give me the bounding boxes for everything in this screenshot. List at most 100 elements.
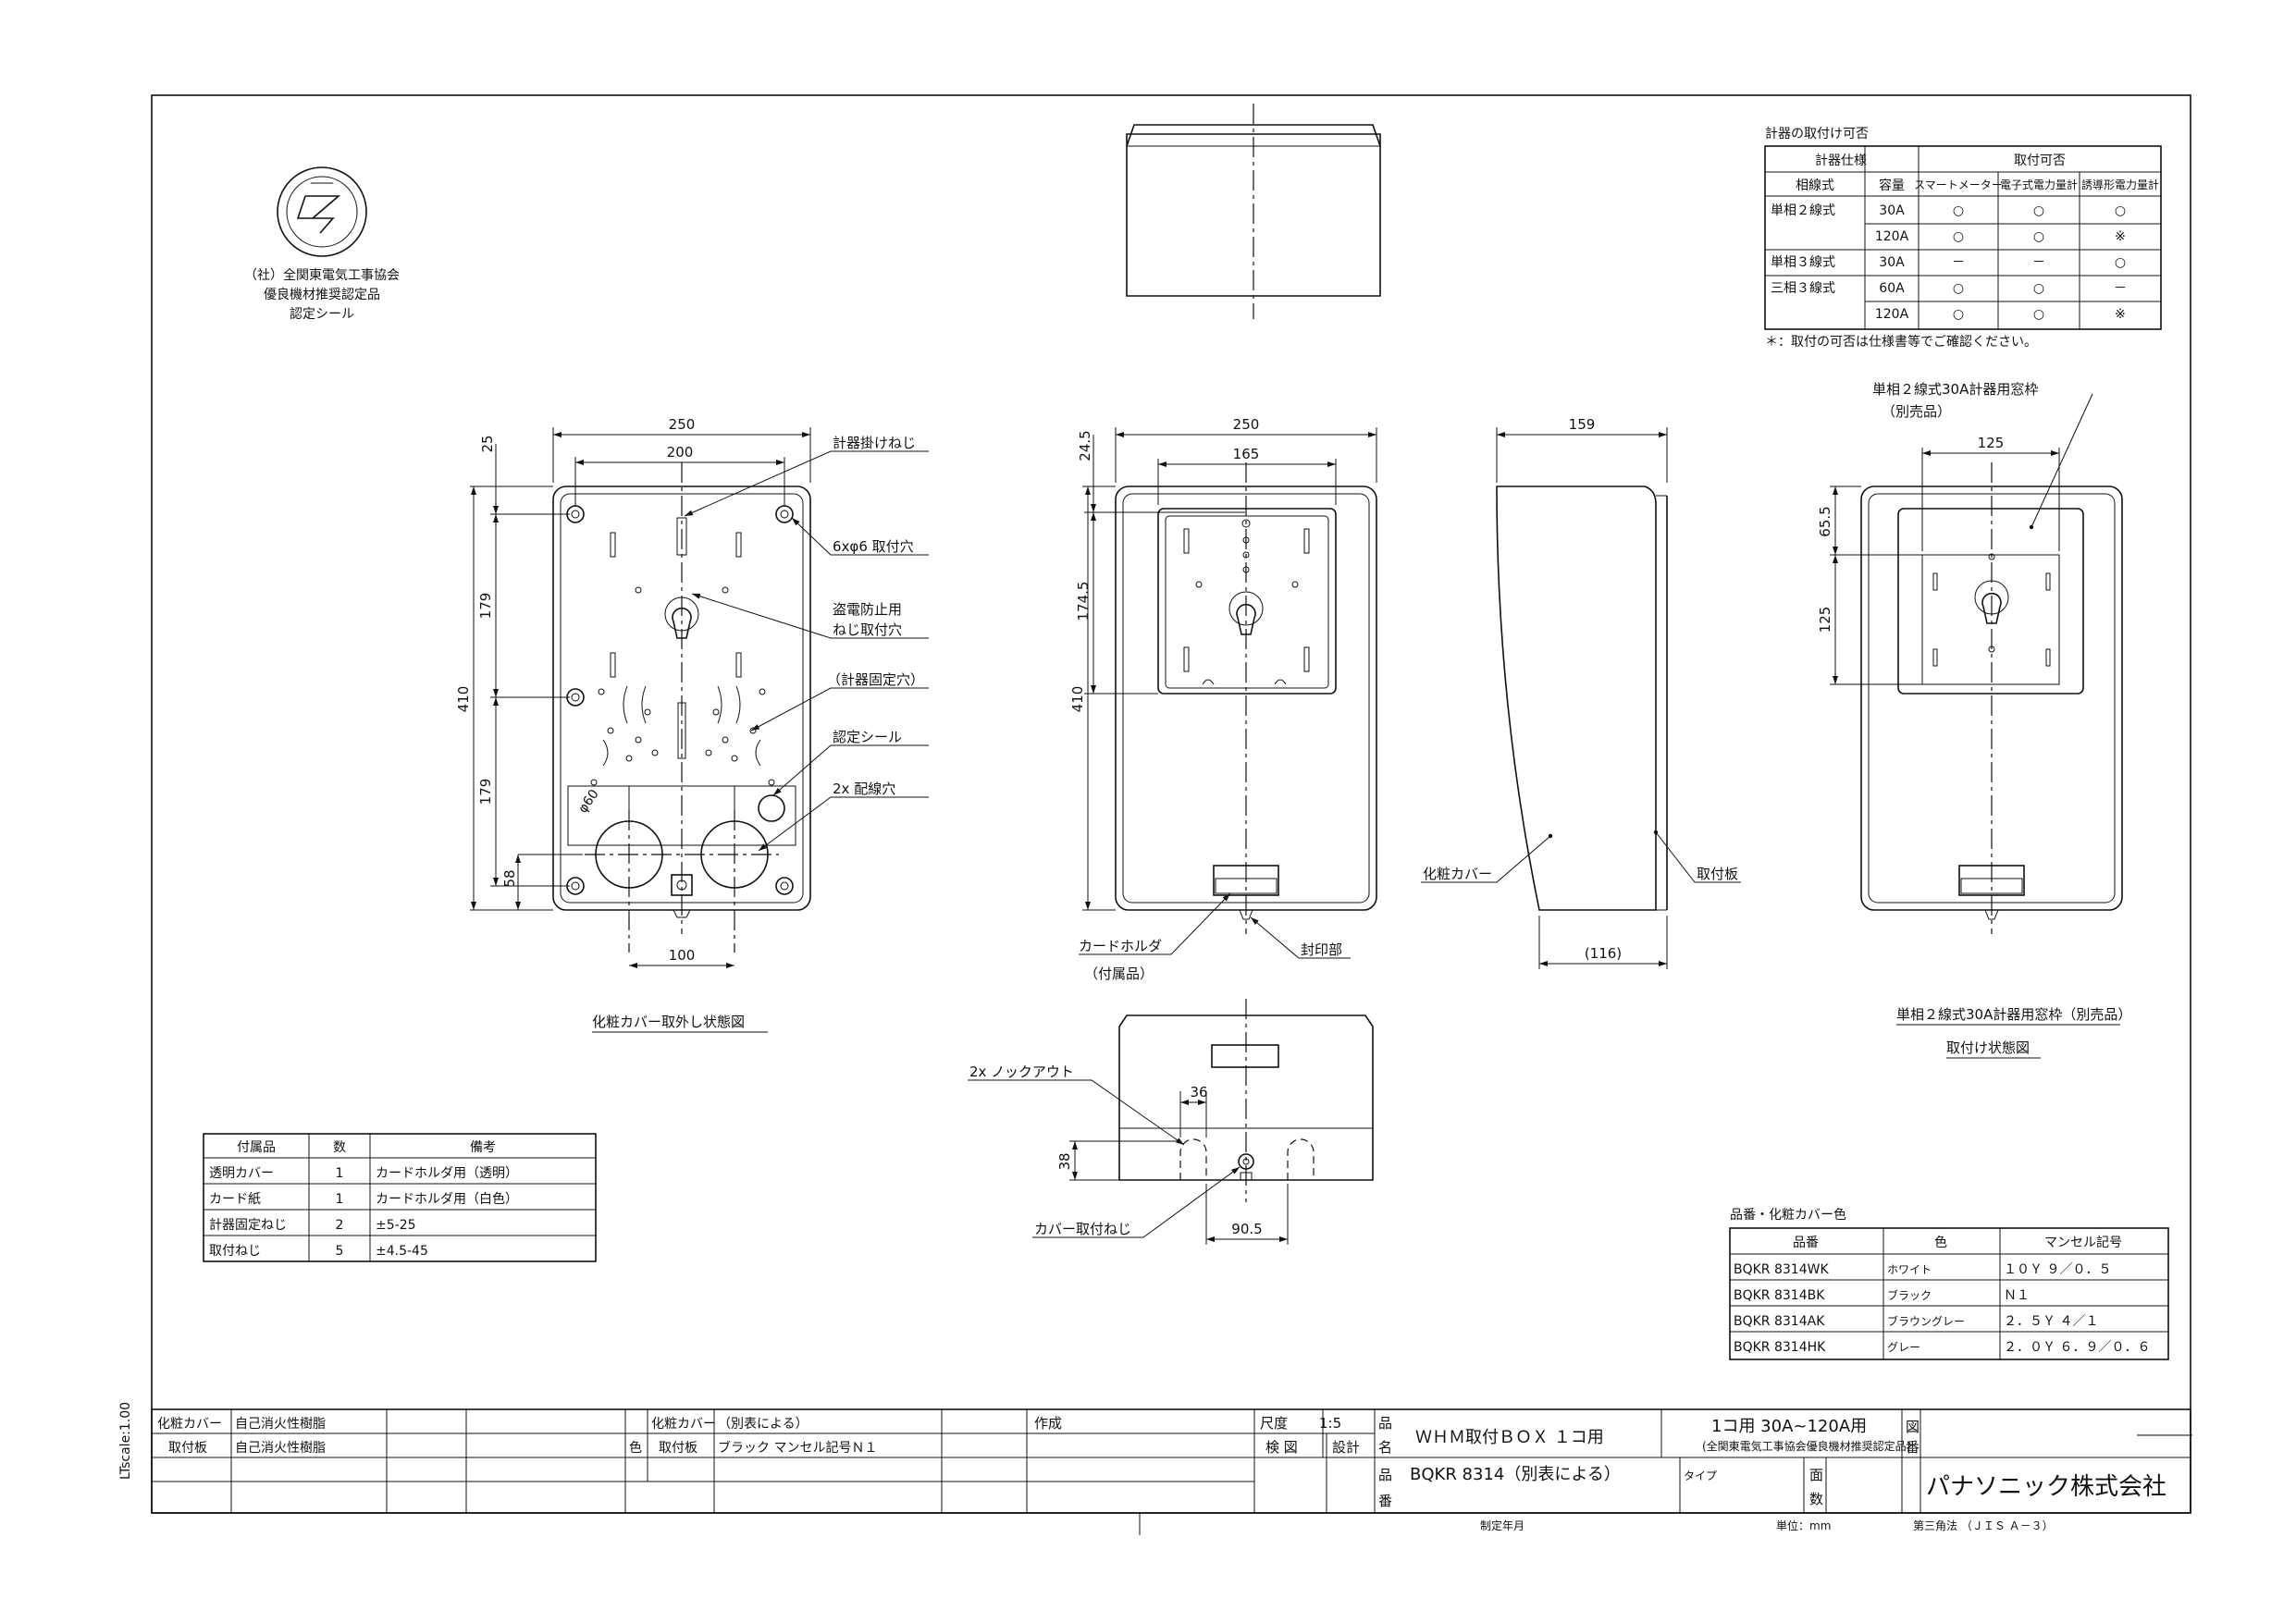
v4-dim-655: 65.5 [1817, 506, 1833, 536]
acc-item: 取付ねじ [209, 1244, 261, 1259]
compat-cap: 30A [1879, 203, 1905, 218]
bottom-label-coverscrew: カバー取付ねじ [1034, 1221, 1131, 1237]
v1-dim-410: 410 [455, 686, 472, 713]
product-name: ＷＨＭ取付ＢＯＸ １コ用 [1415, 1428, 1604, 1447]
colors-head-munsell: マンセル記号 [2044, 1235, 2122, 1250]
acc-item: 計器固定ねじ [209, 1218, 287, 1233]
cert-line-1: （社）全関東電気工事協会 [244, 267, 400, 283]
compat-head-smart: スマートメーター [1914, 178, 2003, 191]
tb-unit: 単位：mm [1776, 1518, 1831, 1532]
color-munsell: ２．５Ｙ ４／１ [2004, 1314, 2098, 1329]
acc-qty: 1 [336, 1166, 344, 1181]
v2-dim-1745: 174.5 [1075, 582, 1092, 621]
view-front: 250 165 410 24.5 174.5 カードホルダ （付属品） 封印部 [1069, 416, 1377, 982]
v1-dim-100: 100 [669, 947, 696, 964]
v1-dim-179b: 179 [477, 779, 494, 805]
view-cover-removed: 250 200 25 179 179 410 58 φ60 100 計器掛けねじ… [455, 416, 929, 1033]
compat-title: 計器の取付け可否 [1765, 127, 1869, 141]
v4-dim-125b: 125 [1817, 607, 1833, 633]
cert-line-2: 優良機材推奨認定品 [264, 288, 380, 302]
title-block: 化粧カバー 自己消火性樹脂 取付板 自己消火性樹脂 色 化粧カバー （別表による… [151, 1408, 2192, 1535]
compat-table: 計器の取付け可否 計器仕様 取付可否 相線式 容量 スマートメーター 電子式電力… [1764, 127, 2162, 350]
acc-note: カードホルダ用（透明） [376, 1166, 518, 1181]
v1-dim-179a: 179 [477, 593, 494, 620]
compat-phase: 単相２線式 [1771, 203, 1835, 218]
cert-line-3: 認定シール [290, 307, 354, 322]
colors-head-part: 品番 [1793, 1236, 1819, 1250]
tb-c1-name: 化粧カバー [651, 1417, 716, 1432]
v1-dim-58: 58 [501, 869, 518, 887]
tb-color-label: 色 [629, 1440, 642, 1456]
color-name: ブラウングレー [1887, 1314, 1965, 1328]
acc-qty: 5 [336, 1244, 344, 1259]
v2-label-card1: カードホルダ [1079, 938, 1162, 954]
tb-check: 検 図 [1265, 1439, 1298, 1456]
compat-cap: 30A [1879, 255, 1905, 270]
acc-qty: 1 [336, 1192, 344, 1207]
acc-qty: 2 [336, 1218, 344, 1233]
tb-sheets1: 面 [1809, 1467, 1823, 1483]
color-part: BQKR 8314WK [1734, 1262, 1829, 1277]
tb-made: 作成 [1034, 1415, 1062, 1432]
color-munsell: １０Ｙ ９／０．５ [2004, 1262, 2111, 1277]
color-part: BQKR 8314AK [1734, 1314, 1825, 1329]
compat-elec: ○ [2033, 229, 2044, 244]
top-view [1126, 104, 1381, 319]
v4-caption-2: 取付け状態図 [1946, 1039, 2030, 1056]
tb-fig-label1: 図 [1906, 1419, 1920, 1435]
acc-note: カードホルダ用（白色） [376, 1191, 518, 1207]
tb-scale-label: 尺度 [1260, 1415, 1288, 1432]
v2-dim-250: 250 [1233, 416, 1260, 433]
v2-dim-410: 410 [1069, 686, 1086, 713]
v1-label-anti2: ねじ取付穴 [833, 621, 902, 638]
tb-m1-name: 化粧カバー [157, 1417, 222, 1432]
tb-fig-label2: 番 [1906, 1439, 1920, 1456]
compat-smart: ○ [1953, 229, 1964, 244]
color-name: ホワイト [1887, 1263, 1932, 1276]
acc-note: ±4.5-45 [376, 1244, 428, 1259]
compat-induct: － [2114, 281, 2127, 296]
compat-cap: 60A [1879, 281, 1905, 296]
tb-part-label2: 番 [1378, 1493, 1392, 1509]
compat-smart: － [1952, 255, 1965, 270]
v1-label-wire: 2x 配線穴 [833, 781, 895, 797]
compat-smart: ○ [1953, 281, 1964, 296]
v3-label-cover: 化粧カバー [1423, 866, 1492, 882]
compat-head-mount: 取付可否 [2014, 154, 2066, 168]
colors-head-color: 色 [1934, 1235, 1947, 1250]
view-window-frame: 125 65.5 125 単相２線式30A計器用窓枠 （別売品） 単相２線式30… [1817, 381, 2131, 1059]
view-bottom: 36 38 90.5 2x ノックアウト カバー取付ねじ [968, 999, 1374, 1245]
acc-head-note: 備考 [470, 1140, 496, 1155]
compat-elec: ○ [2033, 307, 2044, 322]
compat-phase: 単相３線式 [1771, 255, 1835, 270]
compat-head-induct: 誘導形電力量計 [2081, 178, 2159, 191]
v1-dim-200: 200 [667, 444, 694, 461]
colors-title: 品番・化粧カバー色 [1730, 1207, 1846, 1223]
tb-type-label: タイプ [1684, 1469, 1717, 1482]
compat-induct: ※ [2115, 307, 2126, 322]
compat-elec: ○ [2033, 281, 2044, 296]
compat-induct: ※ [2115, 229, 2126, 244]
v2-dim-165: 165 [1233, 446, 1260, 462]
bottom-dim-38: 38 [1056, 1152, 1073, 1170]
certification-seal: （社）全関東電気工事協会 優良機材推奨認定品 認定シール [244, 166, 400, 322]
color-name: グレー [1887, 1341, 1920, 1354]
tb-part-label1: 品 [1378, 1467, 1392, 1483]
tb-fig-no: ―――― [2137, 1426, 2192, 1443]
compat-smart: ○ [1953, 203, 1964, 218]
tb-m2-name: 取付板 [168, 1441, 207, 1456]
tb-c1-val: （別表による） [718, 1417, 809, 1432]
tb-projection: 第三角法 （ＪＩＳ Ａ－３） [1913, 1519, 2054, 1532]
v2-label-card2: （付属品） [1084, 965, 1154, 982]
tb-m1-val: 自己消火性樹脂 [235, 1417, 326, 1432]
compat-smart: ○ [1953, 307, 1964, 322]
tb-c2-val: ブラック マンセル記号Ｎ１ [718, 1440, 877, 1456]
compat-head-cap: 容量 [1879, 178, 1905, 193]
compat-head-phase: 相線式 [1796, 178, 1834, 193]
acc-head-item: 付属品 [237, 1140, 276, 1155]
color-part: BQKR 8314HK [1734, 1340, 1826, 1355]
v1-dim-25: 25 [479, 435, 496, 452]
v1-phi60: φ60 [575, 787, 602, 816]
tb-design: 設計 [1332, 1439, 1360, 1456]
